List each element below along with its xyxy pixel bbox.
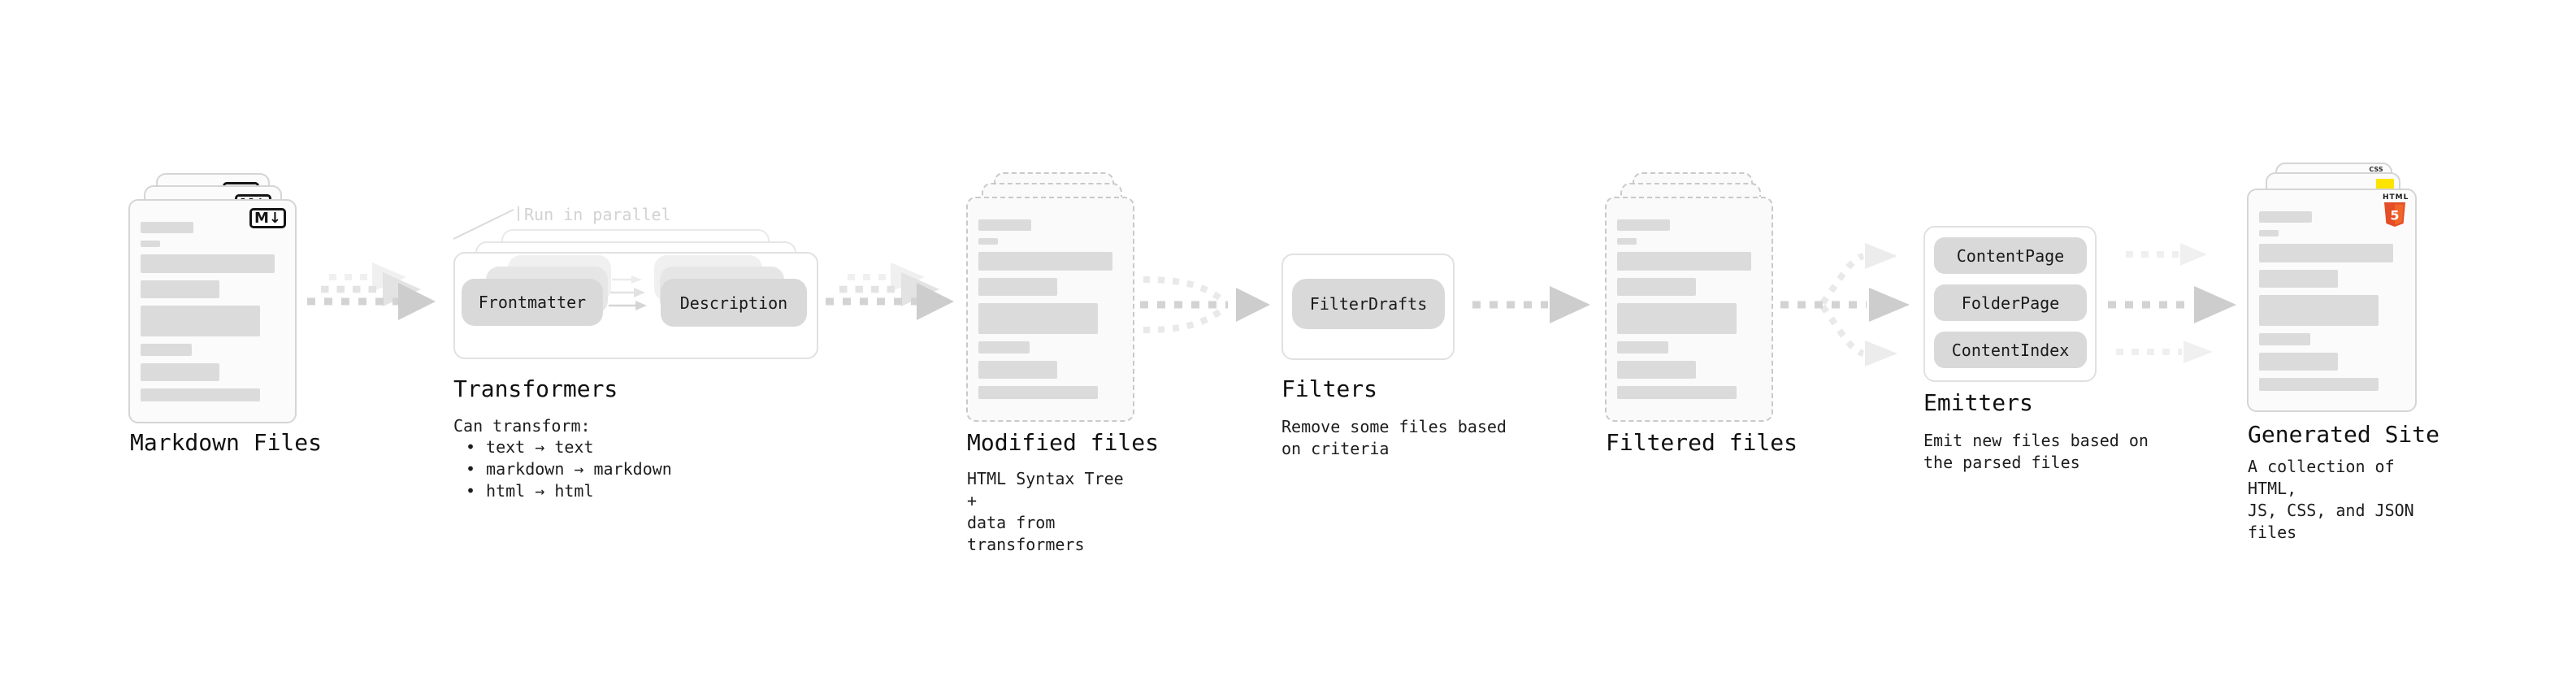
filterdrafts-pill: FilterDrafts — [1292, 279, 1445, 329]
generated-site-desc: A collection of HTML, JS, CSS, and JSON … — [2248, 457, 2414, 542]
stage-title-transformers: Transformers — [453, 375, 618, 402]
stage-generated-site: CSS HTML 5 Generated Site A collection o… — [2247, 163, 2439, 542]
bullet-item: • markdown → markdown — [453, 458, 672, 480]
bullet-item: • html → html — [453, 480, 672, 502]
stage-title-markdown-files: Markdown Files — [130, 429, 323, 456]
bullet-text: text → text — [486, 437, 594, 457]
stage-title-emitters: Emitters — [1923, 389, 2033, 416]
flow-arrow-markdown-to-transformers — [307, 262, 436, 320]
frontmatter-pill: Frontmatter — [462, 279, 603, 326]
transform-step-arrows — [609, 275, 647, 310]
flow-arrow-modified-to-filters — [1140, 276, 1270, 333]
stage-title-filtered-files: Filtered files — [1606, 429, 1798, 456]
bullet-glyph: • — [466, 481, 476, 501]
run-in-parallel-annotation: Run in parallel — [524, 205, 671, 224]
contentpage-pill: ContentPage — [1934, 237, 2087, 274]
document-skeleton-lines — [978, 219, 1112, 399]
flow-arrow-emitters-to-generated — [2108, 243, 2236, 363]
markdown-icon: M↓ — [249, 208, 286, 228]
flow-arrow-filtered-to-emitters — [1780, 243, 1910, 367]
stage-modified-files: Modified files HTML Syntax Tree + data f… — [966, 172, 1159, 554]
flow-arrow-filters-to-filtered — [1472, 286, 1590, 323]
modified-files-desc: HTML Syntax Tree + data from transformer… — [967, 469, 1124, 554]
stage-title-generated-site: Generated Site — [2248, 421, 2440, 448]
folderpage-pill: FolderPage — [1934, 284, 2087, 321]
markdown-file-card-front: M↓ — [128, 199, 297, 423]
html5-icon: HTML 5 — [2383, 194, 2408, 230]
document-skeleton-lines — [1617, 219, 1751, 399]
stage-title-modified-files: Modified files — [967, 429, 1160, 456]
transformers-desc-heading: Can transform: — [453, 416, 591, 436]
filtered-file-card-front — [1605, 197, 1773, 422]
bullet-text: markdown → markdown — [486, 459, 672, 479]
document-skeleton-lines — [141, 222, 275, 401]
flow-arrow-transformers-to-modified — [826, 262, 954, 320]
emitters-desc: Emit new files based on the parsed files — [1923, 431, 2149, 472]
document-skeleton-lines — [2259, 211, 2393, 391]
stage-markdown-files: M↓ M↓ M↓ Markdown Files — [128, 173, 322, 466]
stage-filtered-files: Filtered files — [1605, 172, 1798, 465]
svg-text:5: 5 — [2390, 208, 2399, 223]
generated-html-file-card: HTML 5 — [2247, 189, 2417, 412]
stage-title-filters: Filters — [1281, 375, 1378, 402]
contentindex-pill: ContentIndex — [1934, 332, 2087, 368]
filters-desc: Remove some files based on criteria — [1281, 417, 1507, 458]
bullet-item: • text → text — [453, 436, 672, 458]
transformers-bullet-list: • text → text • markdown → markdown • ht… — [453, 436, 672, 502]
annotation-leader-line — [453, 206, 519, 240]
js-icon — [2376, 179, 2394, 190]
bullet-text: html → html — [486, 481, 594, 501]
description-pill: Description — [661, 279, 807, 327]
modified-file-card-front — [966, 197, 1134, 422]
bullet-glyph: • — [466, 437, 476, 457]
bullet-glyph: • — [466, 459, 476, 479]
